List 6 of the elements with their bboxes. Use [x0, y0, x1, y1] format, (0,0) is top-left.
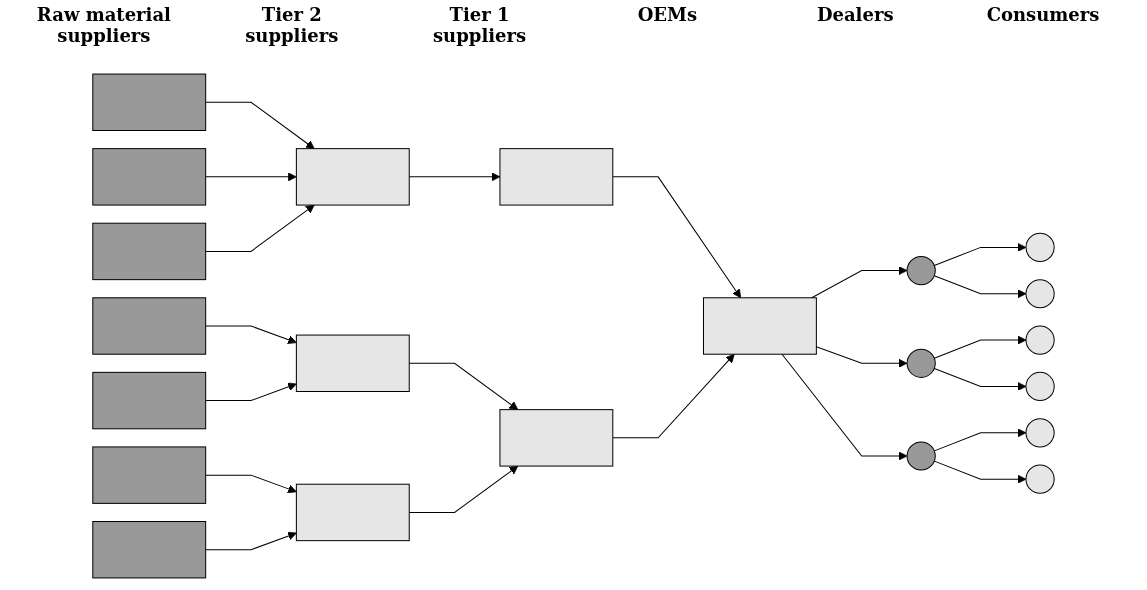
- column-heading: Raw material suppliers: [35, 4, 172, 46]
- column-heading: Consumers: [985, 4, 1101, 25]
- column-heading: Dealers: [815, 4, 895, 25]
- column-heading: Tier 2 suppliers: [244, 4, 340, 46]
- column-heading: OEMs: [636, 4, 699, 25]
- column-heading: Tier 1 suppliers: [432, 4, 528, 46]
